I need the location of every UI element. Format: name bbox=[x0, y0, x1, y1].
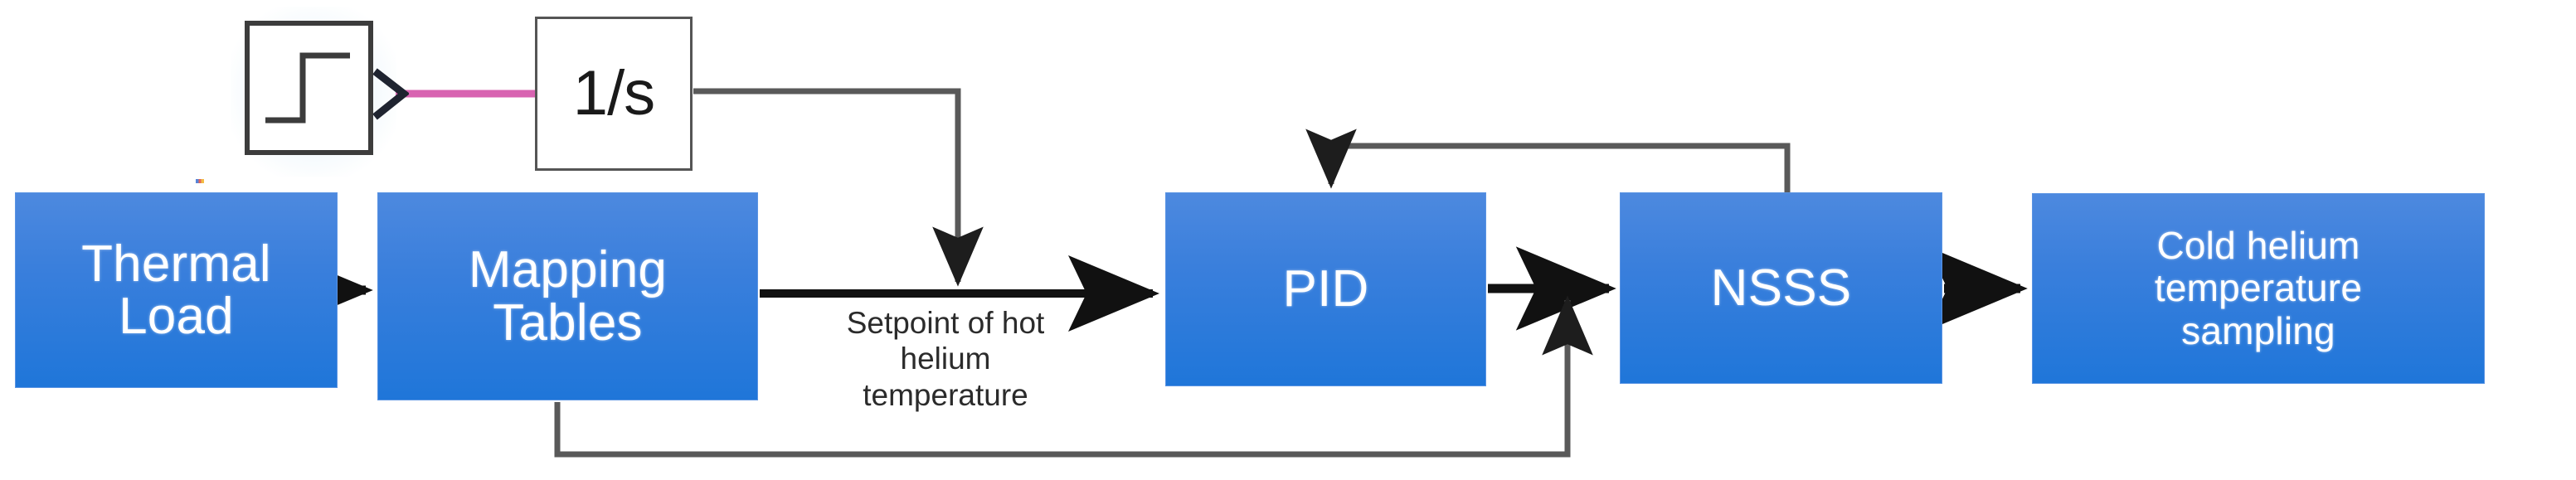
wire-nsss-feedback-to-pid bbox=[1305, 128, 1791, 192]
integrator-label: 1/s bbox=[572, 58, 655, 128]
block-nsss[interactable]: NSSS bbox=[1620, 192, 1942, 384]
step-waveform-icon bbox=[265, 52, 350, 124]
integrator-block[interactable]: 1/s bbox=[535, 17, 693, 171]
block-pid[interactable]: PID bbox=[1165, 192, 1486, 386]
setpoint-caption: Setpoint of hot helium temperature bbox=[846, 306, 1045, 412]
step-output-port-icon bbox=[372, 68, 409, 120]
color-speck-icon bbox=[196, 179, 204, 183]
block-thermal-load[interactable]: Thermal Load bbox=[15, 192, 338, 388]
block-mapping-tables[interactable]: Mapping Tables bbox=[377, 192, 758, 400]
block-cold-helium-temperature-sampling[interactable]: Cold helium temperature sampling bbox=[2032, 193, 2485, 384]
step-source-block[interactable] bbox=[245, 21, 373, 155]
